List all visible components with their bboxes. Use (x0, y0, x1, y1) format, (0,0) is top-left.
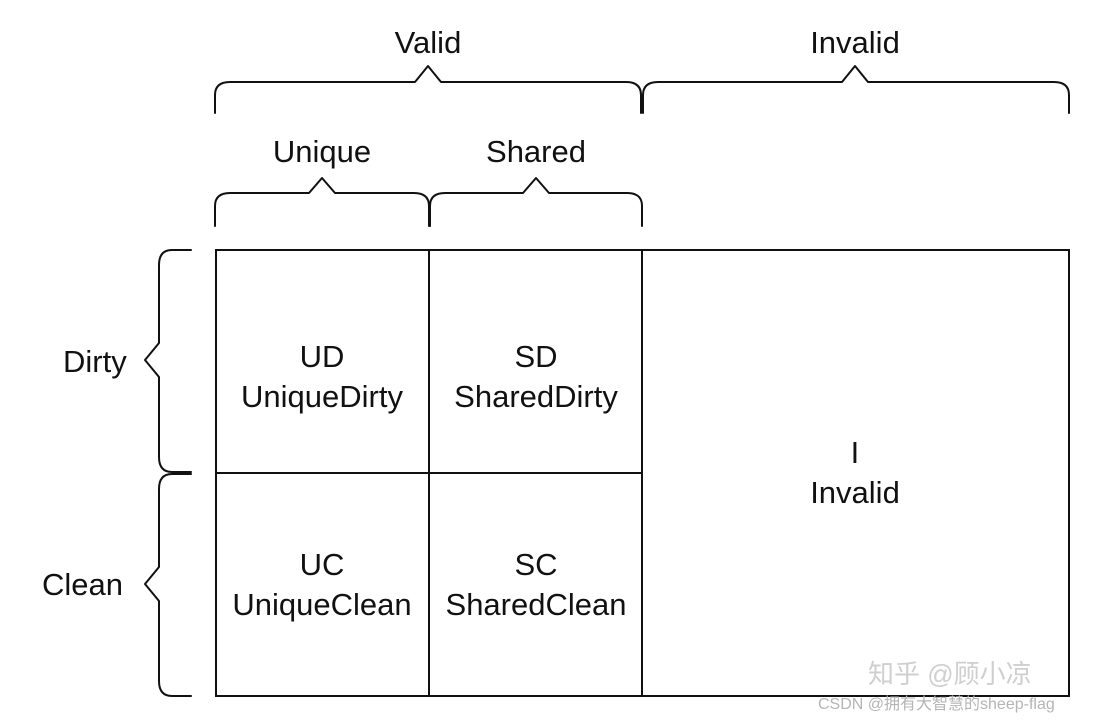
dirty-brace (144, 249, 192, 473)
dirty-label: Dirty (63, 344, 127, 379)
cell-ud-name: UniqueDirty (241, 379, 403, 414)
cell-unique-clean: UC UniqueClean (232, 545, 411, 625)
clean-brace (144, 473, 192, 697)
cell-sd-abbr: SD (514, 339, 558, 374)
cell-i-name: Invalid (810, 475, 900, 510)
unique-label: Unique (272, 134, 372, 169)
shared-brace (429, 177, 643, 227)
cell-unique-dirty: UD UniqueDirty (241, 337, 403, 417)
cell-sd-name: SharedDirty (454, 379, 618, 414)
invalid-header-label: Invalid (810, 25, 900, 60)
cell-uc-name: UniqueClean (232, 587, 412, 622)
unique-brace (214, 177, 430, 227)
cell-uc-abbr: UC (299, 547, 345, 582)
csdn-watermark: CSDN @拥有大智慧的sheep-flag (818, 696, 1055, 713)
cell-invalid: I Invalid (810, 433, 900, 513)
cell-i-abbr: I (850, 435, 860, 470)
clean-label: Clean (42, 567, 123, 602)
valid-label: Valid (394, 25, 462, 60)
invalid-brace (642, 65, 1070, 114)
cell-sc-name: SharedClean (445, 587, 627, 622)
shared-label: Shared (486, 134, 586, 169)
zhihu-watermark: 知乎 @顾小凉 (868, 659, 1032, 689)
cell-sc-abbr: SC (514, 547, 558, 582)
valid-brace (214, 65, 642, 114)
cell-shared-clean: SC SharedClean (446, 545, 627, 625)
cell-shared-dirty: SD SharedDirty (454, 337, 618, 417)
cell-ud-abbr: UD (299, 339, 345, 374)
